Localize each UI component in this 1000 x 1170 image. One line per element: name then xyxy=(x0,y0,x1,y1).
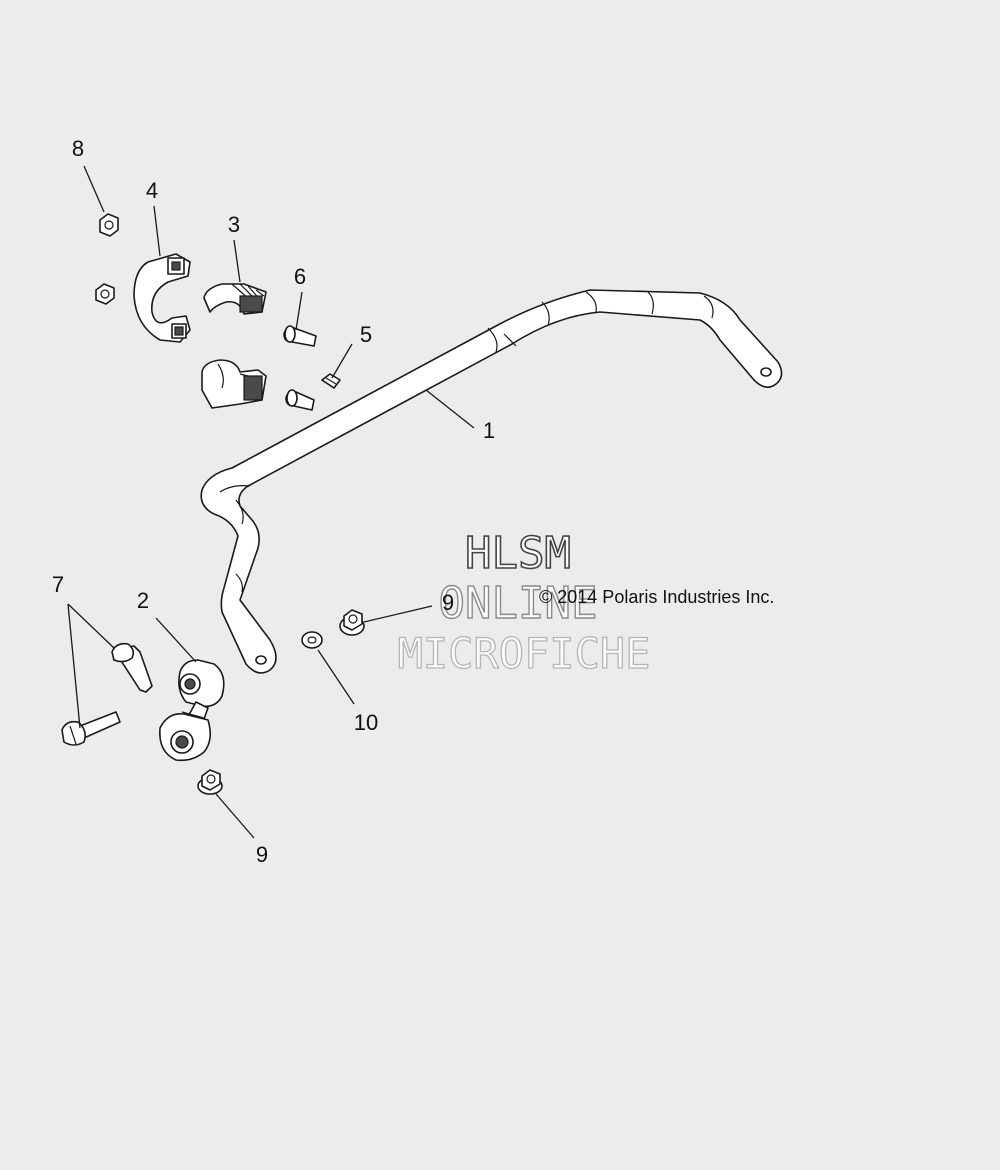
callout-9-right: 9 xyxy=(442,590,454,615)
callout-3: 3 xyxy=(228,212,240,237)
nut-upper xyxy=(99,213,119,237)
washer xyxy=(301,631,323,649)
callout-2: 2 xyxy=(137,588,149,613)
callout-8: 8 xyxy=(72,136,84,161)
callout-1: 1 xyxy=(483,418,495,443)
end-link xyxy=(159,659,225,762)
bushing-bracket xyxy=(133,253,191,343)
watermark-line-2: ONLINE xyxy=(439,578,598,629)
bolt-upper xyxy=(111,642,153,693)
callout-7: 7 xyxy=(52,572,64,597)
callout-10: 10 xyxy=(354,710,378,735)
callout-9-lower: 9 xyxy=(256,842,268,867)
callout-6: 6 xyxy=(294,264,306,289)
bushing-lower xyxy=(201,359,267,409)
bolt-lower xyxy=(61,711,121,746)
flange-nut-right xyxy=(339,609,365,636)
watermark-line-3: MICROFICHE xyxy=(398,629,651,678)
pin-lower xyxy=(285,389,315,411)
copyright-notice: © 2014 Polaris Industries Inc. xyxy=(539,587,774,607)
callout-4: 4 xyxy=(146,178,158,203)
nut-lower xyxy=(95,283,115,305)
pin-upper xyxy=(283,325,317,347)
watermark: HLSM ONLINE MICROFICHE xyxy=(397,527,651,678)
stabilizer-bar xyxy=(200,289,783,674)
bushing-upper xyxy=(203,283,267,315)
flange-nut-lower xyxy=(197,769,223,795)
callout-5: 5 xyxy=(360,322,372,347)
watermark-line-1: HLSM xyxy=(465,528,571,579)
retainer-clip xyxy=(321,373,341,389)
leader-lines xyxy=(67,165,475,839)
